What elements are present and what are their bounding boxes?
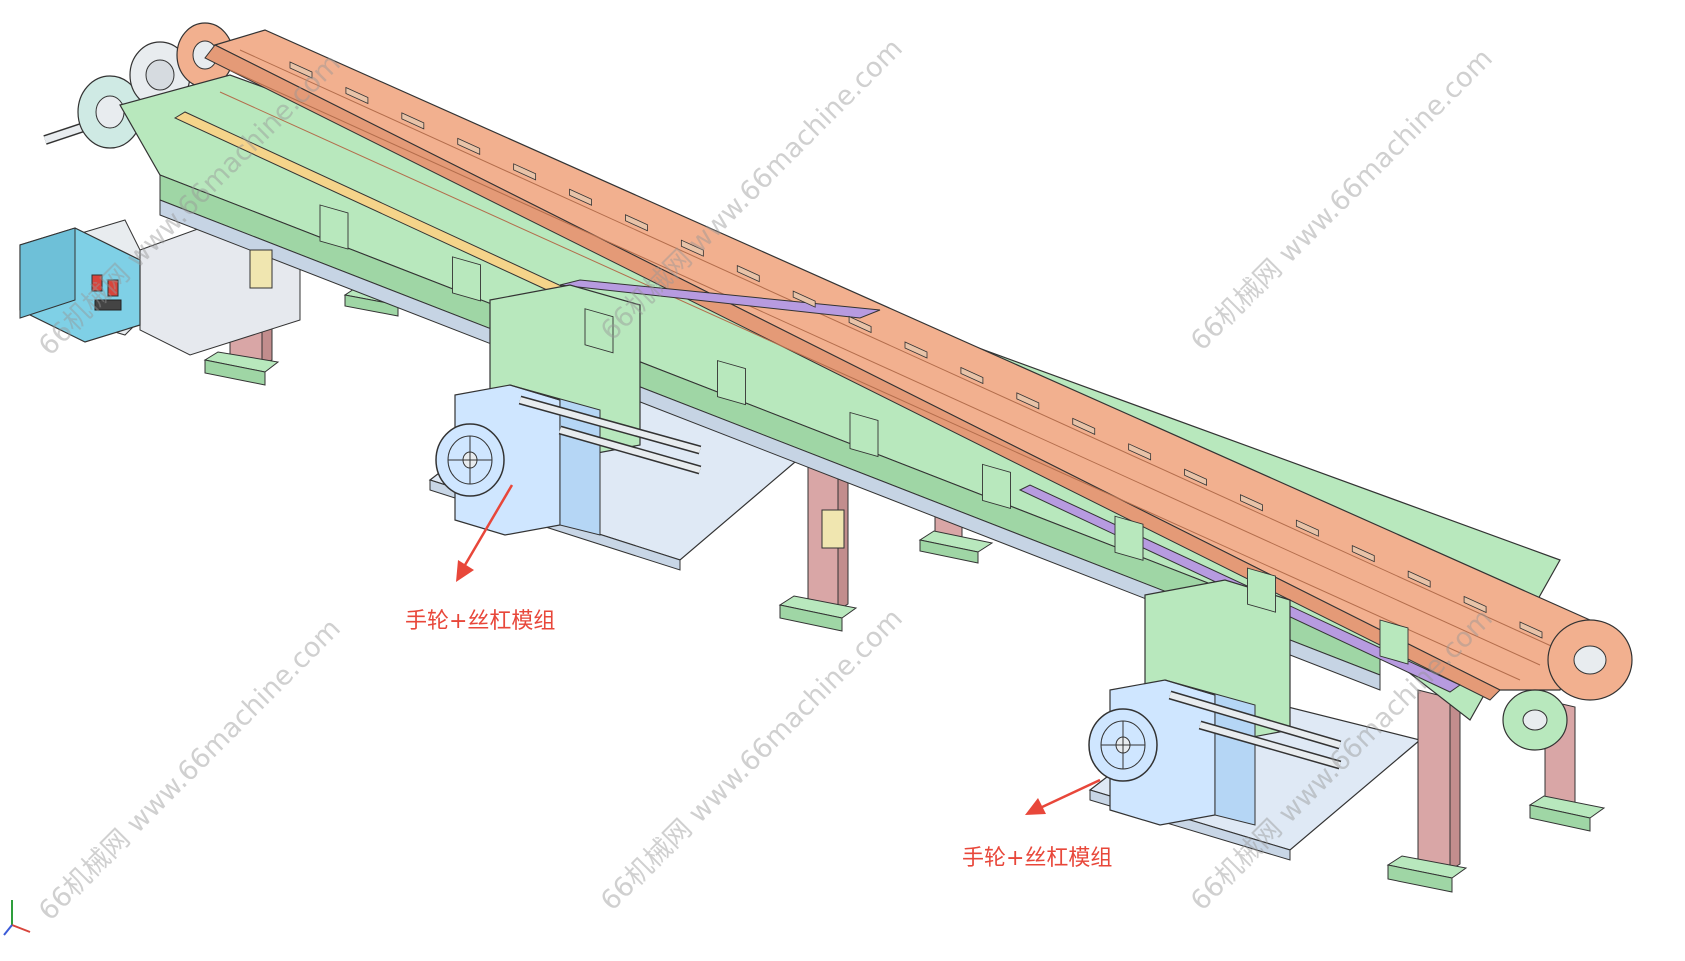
belt-cleat	[513, 163, 537, 181]
frame-bracket	[849, 411, 879, 458]
belt-cleat	[848, 315, 872, 334]
belt-cleat	[1072, 417, 1096, 435]
belt-cleat	[1295, 519, 1319, 537]
callout-arrow-1	[456, 484, 514, 582]
belt-cleat	[904, 341, 928, 359]
frame-bracket	[1247, 567, 1276, 613]
belt-cleat	[1463, 595, 1487, 614]
belt-cleat	[736, 265, 760, 283]
frame-bracket	[1114, 515, 1144, 561]
belt-cleat	[289, 61, 313, 79]
belt-cleat	[1128, 443, 1152, 461]
conveyor-frame	[119, 74, 1561, 721]
sensor-1	[249, 249, 273, 289]
handwheel-module-right	[1088, 579, 1342, 826]
belt-cleat	[401, 112, 425, 130]
belt-cleats	[289, 61, 1543, 639]
belt-cleat	[1407, 570, 1431, 588]
frame-bracket	[982, 463, 1011, 509]
frame-bracket	[584, 308, 614, 354]
belt-cleat	[625, 214, 648, 232]
axis-triad	[3, 900, 31, 936]
belt-cleat	[1184, 468, 1207, 486]
callout-arrow-2	[1025, 778, 1101, 815]
belt-cleat	[792, 290, 816, 308]
belt-cleat	[1240, 494, 1263, 512]
belt-cleat	[457, 137, 481, 155]
frame-bracket	[452, 256, 481, 302]
belt-cleat	[1016, 392, 1040, 410]
end-roller	[1502, 619, 1633, 751]
belt-cleat	[569, 188, 592, 206]
handwheel-module-label-2: 手轮+丝杠模组	[962, 846, 1113, 871]
frame-bracket	[319, 204, 349, 250]
frame-bracket	[1379, 619, 1409, 665]
conveyor-belt	[204, 29, 1591, 701]
belt-cleat	[1519, 621, 1543, 639]
belt-cleat	[345, 86, 369, 105]
frame-brackets	[319, 204, 1409, 665]
belt-cleat	[960, 366, 984, 385]
frame-bracket	[717, 360, 746, 406]
motor-plugs	[91, 274, 122, 311]
handwheel-module-label-1: 手轮+丝杠模组	[405, 609, 556, 634]
sensor-2	[821, 509, 845, 549]
belt-cleat	[680, 239, 704, 257]
leg-5	[1386, 689, 1468, 893]
belt-cleat	[1351, 545, 1375, 563]
